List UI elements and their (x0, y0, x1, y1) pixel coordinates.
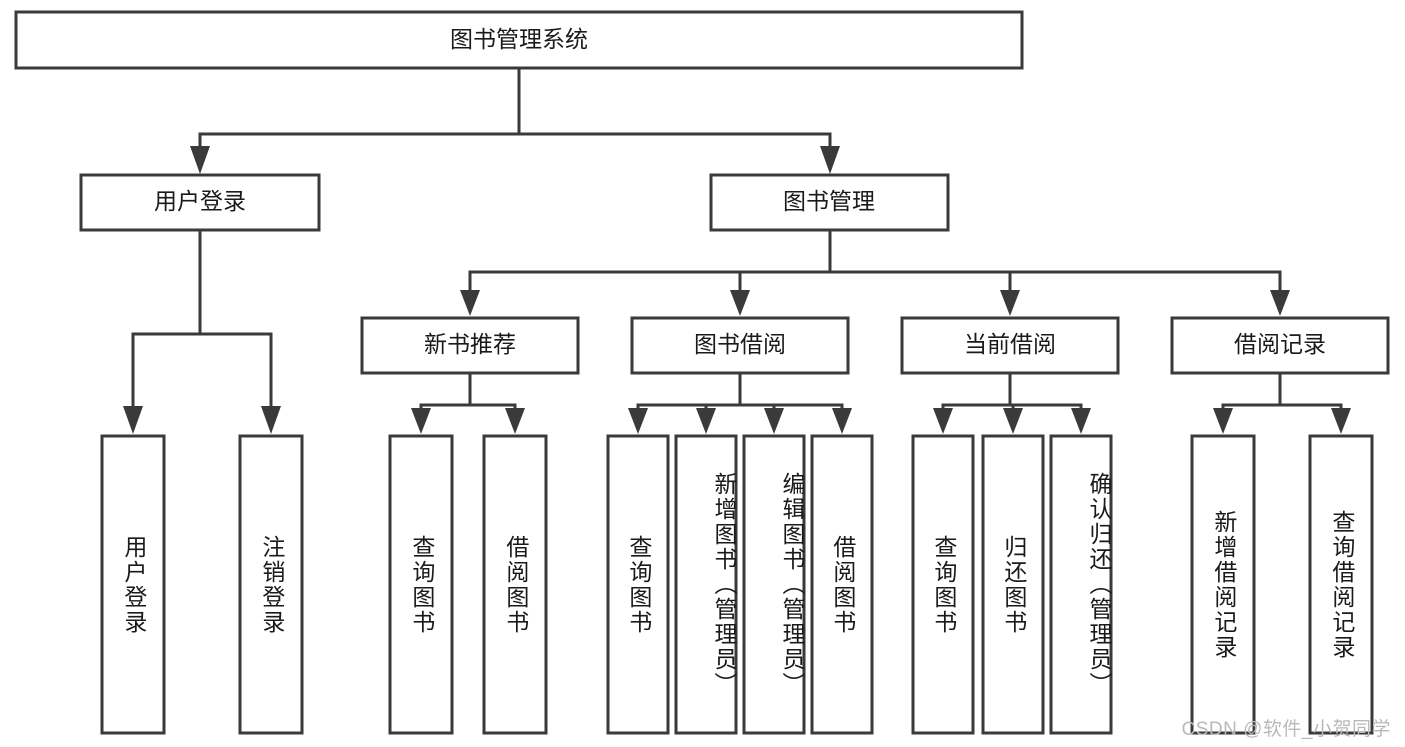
node-book-management-label: 图书管理 (783, 188, 875, 214)
leaf-rect-return-book (981, 434, 1045, 735)
arrow-head-icon (460, 290, 480, 316)
node-user-login[interactable]: 用户登录 (79, 173, 321, 232)
arrow-head-icon (1000, 290, 1020, 316)
connector-current-to-leaves (933, 371, 1091, 434)
node-user-login-label: 用户登录 (154, 188, 246, 214)
arrow-head-icon (1213, 408, 1233, 434)
arrow-head-icon (190, 146, 210, 174)
arrow-head-icon (933, 408, 953, 434)
leaf-rect-add-book (674, 434, 738, 735)
connector-newbook-to-leaves (411, 371, 525, 434)
arrow-head-icon (696, 408, 716, 434)
watermark: CSDN @软件_小贺同学 (1181, 719, 1391, 740)
arrow-head-icon (1331, 408, 1351, 434)
node-current-borrow-label: 当前借阅 (964, 331, 1056, 357)
node-root-label: 图书管理系统 (450, 26, 588, 52)
connector-bookmgmt-to-level3 (460, 228, 1290, 316)
arrow-head-icon (820, 146, 840, 174)
connector-borrow-to-leaves (628, 371, 852, 434)
node-new-book-recommend[interactable]: 新书推荐 (360, 316, 580, 375)
node-current-borrow[interactable]: 当前借阅 (900, 316, 1120, 375)
arrow-head-icon (1270, 290, 1290, 316)
leaf-rect-confirm-return (1049, 434, 1113, 735)
arrow-head-icon (1071, 408, 1091, 434)
leaf-rect-query-book-c (911, 434, 975, 735)
connector-userlogin-to-leaves (123, 228, 281, 434)
arrow-head-icon (123, 406, 143, 434)
node-book-management[interactable]: 图书管理 (709, 173, 950, 232)
arrow-head-icon (730, 290, 750, 316)
leaf-rect-add-record (1190, 434, 1256, 735)
arrow-head-icon (1003, 408, 1023, 434)
arrow-head-icon (505, 408, 525, 434)
leaf-rect-borrow-book-a (482, 434, 548, 735)
node-borrow-record-label: 借阅记录 (1234, 331, 1326, 357)
leaf-rect-query-book-b (606, 434, 670, 735)
leaf-rect-query-book-a (388, 434, 454, 735)
leaf-rect-user-login (100, 434, 166, 735)
connector-root-to-level2 (190, 66, 840, 174)
leaf-rect-query-record (1308, 434, 1374, 735)
node-book-borrow-label: 图书借阅 (694, 331, 786, 357)
arrow-head-icon (832, 408, 852, 434)
leaf-rects (100, 434, 1374, 735)
leaf-rect-borrow-book-b (810, 434, 874, 735)
node-new-book-recommend-label: 新书推荐 (424, 331, 516, 357)
node-book-borrow[interactable]: 图书借阅 (630, 316, 850, 375)
leaf-rect-logout (238, 434, 304, 735)
arrow-head-icon (628, 408, 648, 434)
leaf-rect-edit-book (742, 434, 806, 735)
arrow-head-icon (764, 408, 784, 434)
node-root[interactable]: 图书管理系统 (14, 10, 1024, 70)
connector-record-to-leaves (1213, 371, 1351, 434)
node-borrow-record[interactable]: 借阅记录 (1170, 316, 1390, 375)
arrow-head-icon (261, 406, 281, 434)
arrow-head-icon (411, 408, 431, 434)
